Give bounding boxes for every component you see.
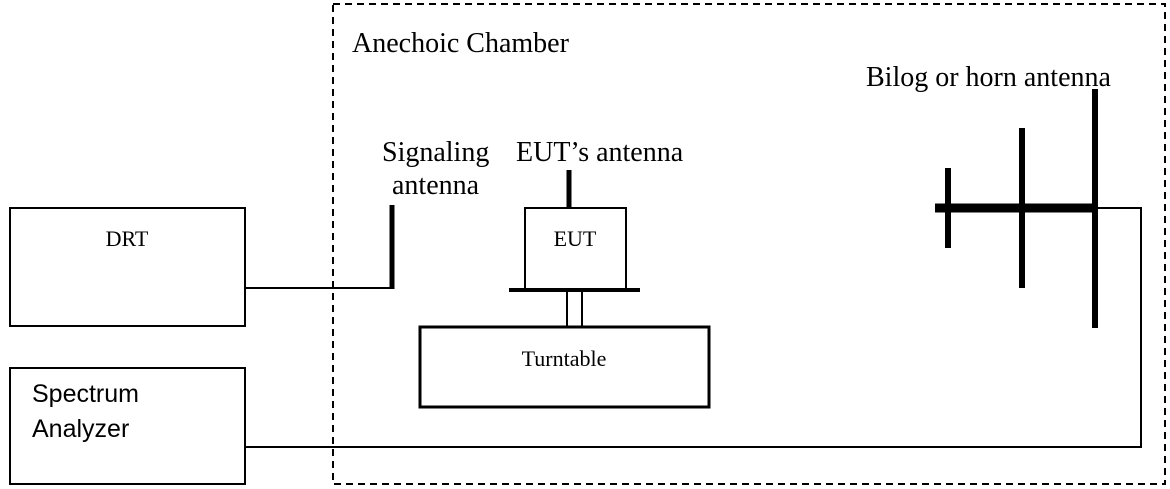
spectrum-analyzer-box [9, 367, 246, 485]
anechoic-chamber-label: Anechoic Chamber [352, 28, 570, 59]
drt-label: DRT [106, 226, 149, 251]
turntable-box [418, 325, 711, 409]
turntable-label: Turntable [522, 346, 607, 371]
signaling-antenna-label-line2: antenna [392, 170, 480, 201]
drt-box [9, 207, 246, 327]
spectrum-analyzer-label-line1: Spectrum [32, 380, 139, 408]
eut-antenna-label: EUT’s antenna [516, 137, 684, 168]
bilog-antenna-label: Bilog or horn antenna [866, 62, 1112, 93]
analyzer-cable [245, 207, 1142, 448]
anechoic-chamber-boundary [332, 3, 1166, 485]
signaling-antenna-label-line1: Signaling [382, 137, 489, 168]
spectrum-analyzer-label-line2: Analyzer [32, 415, 129, 443]
eut-label: EUT [554, 226, 597, 251]
turntable-column [566, 290, 583, 328]
